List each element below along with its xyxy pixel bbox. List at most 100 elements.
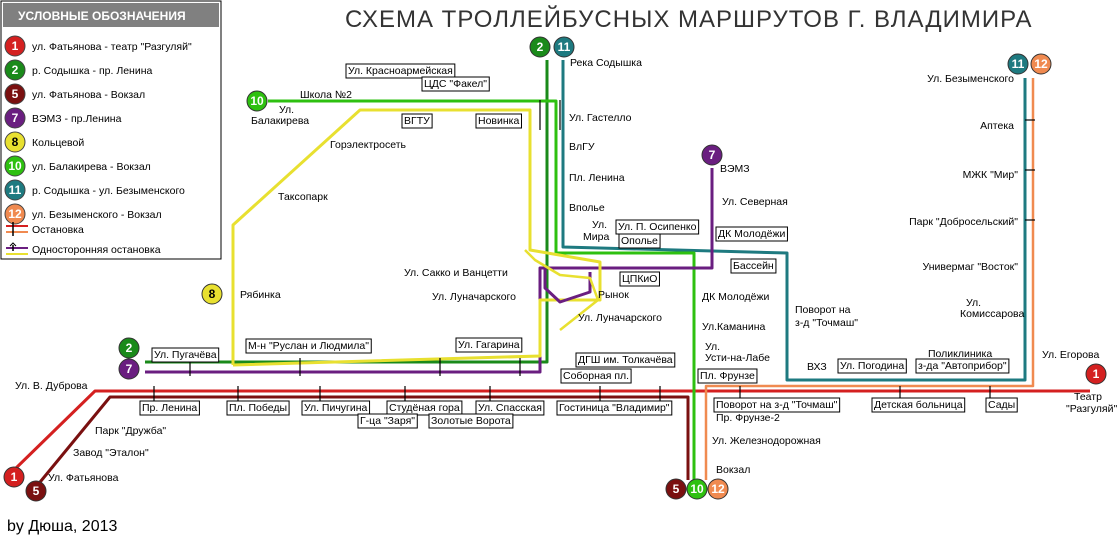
station-ppobedy-label: Пл. Победы (229, 402, 287, 414)
route-badge-b5b (665, 478, 687, 500)
route-badge-b2top (529, 36, 551, 58)
station-mzhk: МЖК "Мир" (963, 169, 1019, 181)
station-reka-label: Река Содышка (570, 57, 642, 69)
station-bezym-label: Ул. Безыменского (927, 73, 1014, 85)
legend-route-2-badge (4, 59, 26, 81)
station-poliklin2-box (915, 358, 1010, 374)
station-park_druzhba: Парк "Дружба" (95, 425, 166, 437)
route-badge-b8-number: 8 (209, 287, 216, 301)
route-11-line (561, 60, 1027, 382)
legend-oneway-symbol (6, 242, 28, 255)
legend-route-5-number: 5 (12, 87, 19, 101)
station-povorot_t-label: Поворот на з-д "Точмаш" (716, 399, 838, 411)
station-basseyn-label: Бассейн (733, 260, 774, 272)
station-spasskaya: Ул. Спасская (475, 400, 545, 416)
route-badge-b5b-number: 5 (673, 482, 680, 496)
station-zheleznodor: Ул. Железнодорожная (712, 435, 821, 447)
route-1-line (12, 389, 1090, 472)
station-poliklin2: з-да "Автоприбор" (915, 358, 1010, 374)
station-ppobedy: Пл. Победы (226, 400, 290, 416)
station-mira1-label: Ул. (592, 219, 607, 231)
station-usti2-label: Усти-на-Лабе (705, 352, 770, 364)
route-badge-b7l-number: 7 (126, 362, 133, 376)
station-dgsh-label: ДГШ им. Толкачёва (578, 354, 673, 366)
station-taxopark-label: Таксопарк (278, 191, 328, 203)
legend-header (3, 3, 219, 27)
station-apteka: Аптека (980, 120, 1014, 132)
route-badge-b5l (25, 480, 47, 502)
station-rynok-label: Рынок (598, 289, 629, 301)
station-plenina: Пл. Ленина (569, 172, 625, 184)
station-dkmol2-label: ДК Молодёжи (702, 291, 769, 303)
station-poliklin1-label: Поликлиника (928, 348, 992, 360)
station-det_boln-box (871, 397, 966, 413)
station-dkmol1-box (715, 226, 788, 242)
station-gagarina: Ул. Гагарина (455, 337, 523, 353)
station-vdubrova: Ул. В. Дуброва (15, 380, 88, 392)
station-sakko: Ул. Сакко и Ванцетти (404, 267, 508, 279)
station-ruslan: М-н "Руслан и Людмила" (245, 338, 372, 354)
station-plenina2-box (139, 400, 200, 416)
station-bezym: Ул. Безыменского (927, 73, 1014, 85)
station-ruslan-box (245, 338, 372, 354)
station-gostinica-label: Гостиница "Владимир" (559, 402, 670, 414)
legend-route-1-number: 1 (12, 39, 19, 53)
station-balak1-label: Ул. (279, 104, 294, 116)
legend-route-10-desc: ул. Балакирева - Вокзал (32, 161, 151, 173)
legend-route-2-desc: р. Содышка - пр. Ленина (32, 65, 153, 77)
route-badge-b10 (246, 90, 268, 112)
station-osipenko: Ул. П. Осипенко (615, 219, 700, 235)
station-opolye-label: Ополье (621, 235, 658, 247)
station-cds-box (421, 76, 490, 92)
station-gorelektro-label: Горэлектросеть (330, 139, 407, 151)
station-etalon-label: Завод "Эталон" (73, 447, 149, 459)
station-sobornaya-box (560, 368, 632, 384)
station-lunach2: Ул. Луначарского (578, 312, 662, 324)
station-pugacheva: Ул. Пугачёва (151, 347, 220, 363)
station-povorot1-label: Поворот на (795, 304, 851, 316)
station-det_boln-label: Детская больница (874, 399, 963, 411)
station-pfrunze-label: Пл. Фрунзе (700, 370, 755, 382)
legend-route-2-number: 2 (12, 63, 19, 77)
station-komis1: Ул. (966, 297, 981, 309)
route-7-line (145, 168, 714, 374)
station-zolotye: Золотые Ворота (428, 413, 514, 429)
station-gostinica-box (556, 400, 673, 416)
station-pichugina-label: Ул. Пичугина (304, 402, 368, 414)
route-badge-b10-number: 10 (250, 94, 264, 108)
station-severnaya: Ул. Северная (722, 196, 788, 208)
station-lunach1-label: Ул. Луначарского (432, 291, 516, 303)
station-novinka-label: Новинка (478, 115, 519, 127)
route-8-loop (524, 249, 600, 331)
route-badge-b11top-number: 11 (558, 40, 571, 54)
station-det_boln: Детская больница (871, 397, 966, 413)
station-park_druzhba-label: Парк "Дружба" (95, 425, 166, 437)
station-teatr1: Театр (1074, 391, 1102, 403)
station-studgora-label: Студёная гора (389, 402, 460, 414)
route-badge-b7 (701, 144, 723, 166)
legend-route-7-badge (4, 107, 26, 129)
station-pogodina-box (837, 358, 907, 374)
station-balak2-label: Балакирева (251, 115, 309, 127)
route-badge-b1r (1085, 363, 1107, 385)
station-vspolye: Вполье (569, 202, 605, 214)
legend-oneway-label: Односторонняя остановка (32, 244, 161, 256)
route-badge-b7l (118, 358, 140, 380)
station-povorot1: Поворот на (795, 304, 851, 316)
station-vlgu: ВлГУ (569, 141, 595, 153)
legend-route-1-badge (4, 35, 26, 57)
legend-route-8-number: 8 (12, 135, 19, 149)
station-studgora: Студёная гора (386, 400, 463, 416)
station-mzhk-label: МЖК "Мир" (963, 169, 1019, 181)
legend-route-5-desc: ул. Фатьянова - Вокзал (32, 89, 145, 101)
route-12-line (704, 78, 1035, 480)
route-badge-b1l-number: 1 (11, 470, 18, 484)
station-opolye-box (618, 233, 661, 249)
station-vemz-label: ВЭМЗ (720, 163, 750, 175)
station-gcazarya: Г-ца "Заря" (357, 413, 418, 429)
station-sady-label: Сады (988, 399, 1015, 411)
station-osipenko-label: Ул. П. Осипенко (618, 221, 697, 233)
legend-stop-label: Остановка (32, 224, 84, 236)
station-dkmol1-label: ДК Молодёжи (718, 228, 785, 240)
route-badge-b12b (707, 478, 729, 500)
